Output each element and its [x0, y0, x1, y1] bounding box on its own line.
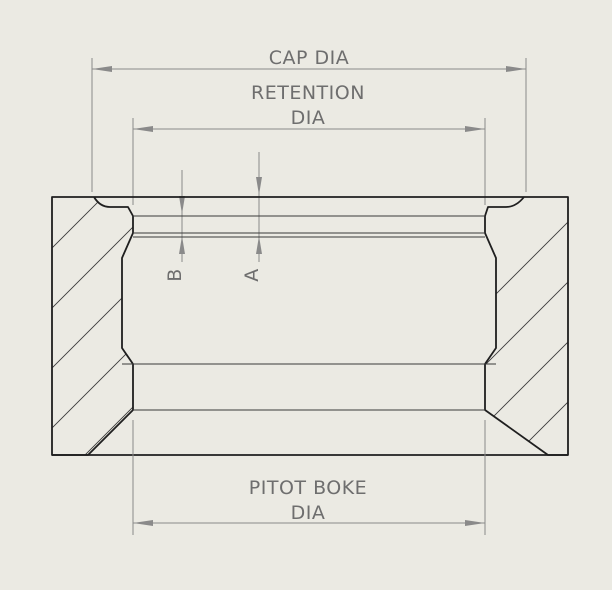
b-dimension: B — [164, 170, 186, 282]
retention-dia-label-line1: RETENTION — [251, 82, 365, 104]
part-outline-left — [51, 196, 134, 456]
cap-dia-label: CAP DIA — [269, 47, 350, 69]
a-arrow-down — [256, 177, 262, 195]
a-dimension: A — [241, 152, 263, 282]
cap-dia-dimension: CAP DIA — [91, 47, 527, 192]
cap-dia-arrow-right — [506, 66, 526, 72]
left-wall-hatching — [52, 197, 133, 455]
pitot-bore-arrow-right — [465, 520, 485, 526]
cap-dia-arrow-left — [92, 66, 112, 72]
retention-dia-arrow-right — [465, 126, 485, 132]
b-label: B — [164, 268, 186, 282]
right-wall-hatching — [485, 197, 568, 455]
pitot-bore-label-line1: PITOT BOKE — [249, 477, 367, 499]
a-label: A — [241, 268, 263, 282]
pitot-bore-label-line2: DIA — [291, 502, 326, 524]
part-section — [51, 196, 569, 456]
pitot-bore-arrow-left — [133, 520, 153, 526]
retention-dia-dimension: RETENTION DIA — [132, 82, 486, 205]
retention-dia-arrow-left — [133, 126, 153, 132]
a-arrow-up — [256, 236, 262, 254]
retention-dia-label-line2: DIA — [291, 107, 326, 129]
b-arrow-up — [179, 236, 185, 254]
b-arrow-down — [179, 196, 185, 214]
part-outline-right — [484, 196, 569, 456]
pitot-bore-dia-dimension: PITOT BOKE DIA — [132, 420, 486, 535]
